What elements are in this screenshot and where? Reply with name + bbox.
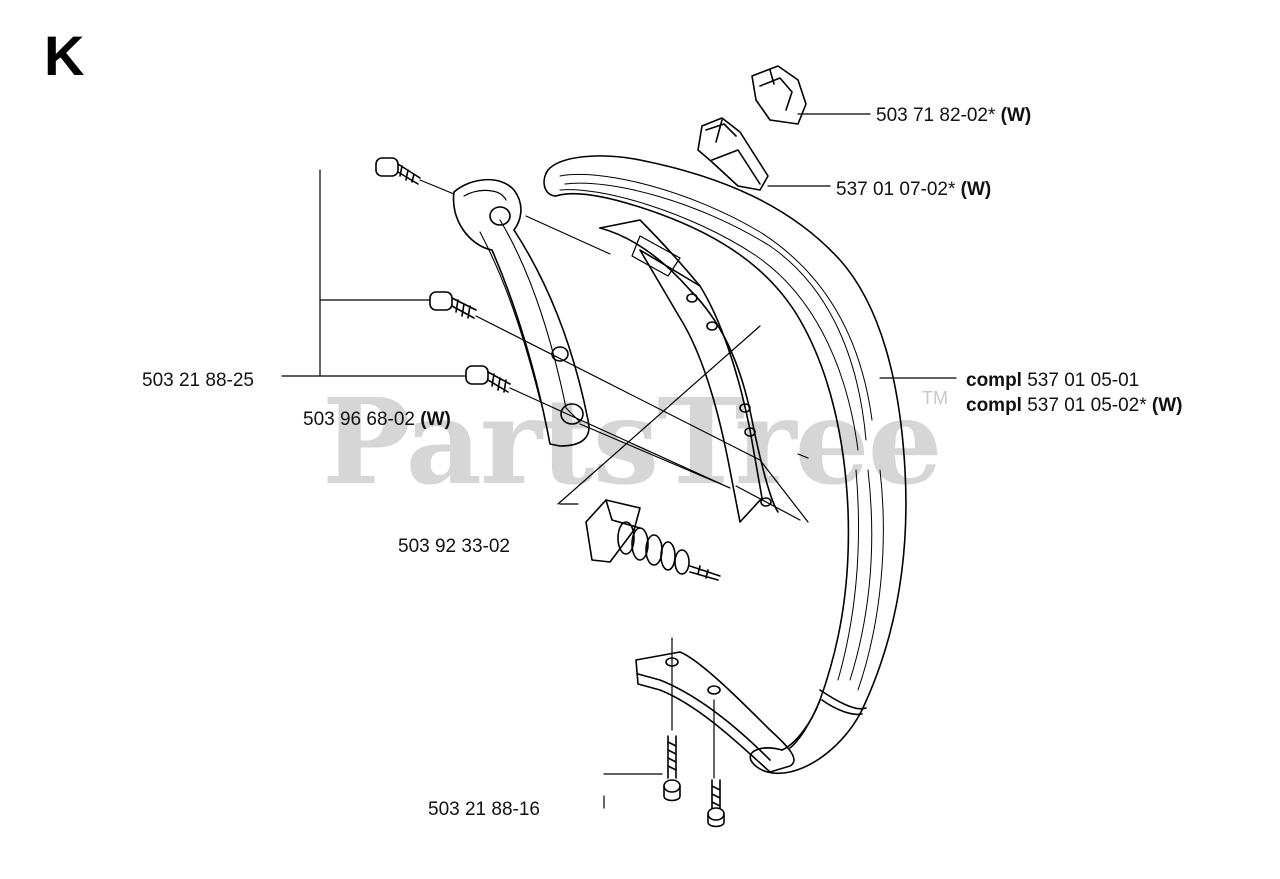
part-number: 503 92 33-02 (398, 536, 510, 557)
screw-lower-right (707, 779, 725, 828)
part-suffix: (W) (1000, 105, 1032, 126)
leader-lines (281, 113, 957, 809)
part-number: 537 01 05-01 (1027, 370, 1140, 391)
part-label-537-01-07-02[interactable]: 537 01 07-02* (W) (836, 179, 991, 201)
screw-lower-left (663, 735, 681, 802)
part-label-503-21-88-16[interactable]: 503 21 88-16 (428, 799, 540, 821)
bottom-mount-plate (635, 651, 795, 773)
part-suffix: (W) (1151, 395, 1183, 416)
part-number: 503 21 88-16 (428, 799, 540, 820)
part-number: 503 21 88-25 (142, 370, 254, 391)
watermark-tm: TM (922, 388, 948, 408)
clip-part-503-71-82-02 (751, 65, 807, 125)
part-label-compl-537-01-05-02[interactable]: compl 537 01 05-02* (W) (966, 395, 1183, 417)
side-bracket-plate (452, 178, 590, 447)
part-label-compl-537-01-05-01[interactable]: compl 537 01 05-01 (966, 370, 1139, 392)
part-label-503-21-88-25[interactable]: 503 21 88-25 (142, 370, 254, 392)
part-number: 503 71 82-02* (876, 105, 996, 126)
part-suffix: (W) (960, 179, 992, 200)
screw-middle (429, 291, 477, 319)
front-handle-bar (543, 155, 907, 775)
part-number: 503 96 68-02 (303, 409, 415, 430)
part-suffix: (W) (420, 409, 451, 430)
screw-bottom (465, 365, 511, 393)
block-part-537-01-07-02 (697, 117, 769, 191)
part-prefix: compl (966, 370, 1022, 391)
part-number: 537 01 07-02* (836, 179, 956, 200)
spring-element (585, 499, 721, 581)
part-label-503-96-68-02[interactable]: 503 96 68-02 (W) (303, 409, 451, 431)
part-prefix: compl (966, 395, 1022, 416)
part-label-503-92-33-02[interactable]: 503 92 33-02 (398, 536, 510, 558)
part-label-503-71-82-02[interactable]: 503 71 82-02* (W) (876, 105, 1031, 127)
handle-inner-arm (599, 219, 779, 523)
section-letter: K (44, 24, 85, 87)
part-number: 537 01 05-02* (1027, 395, 1147, 416)
screw-top (375, 157, 421, 185)
